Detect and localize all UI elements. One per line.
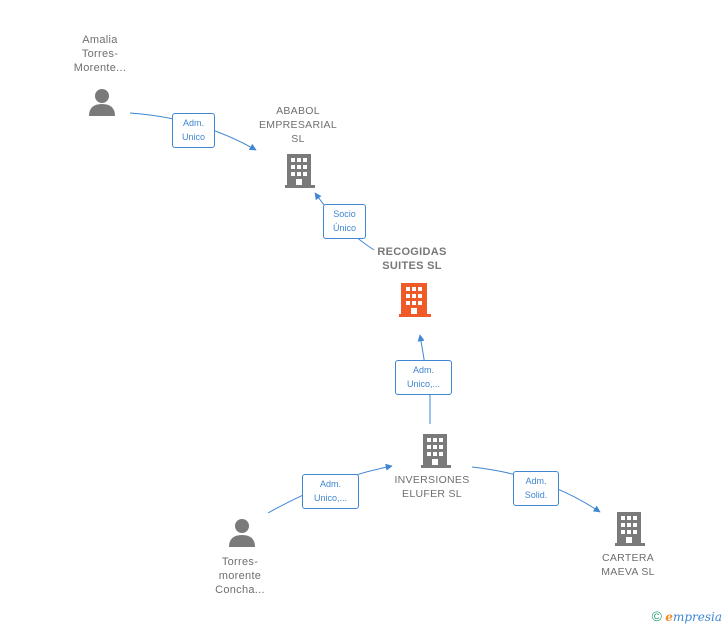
relation-line: Socio	[333, 209, 356, 219]
label-line: Torres-	[81, 48, 119, 60]
copyright-symbol: ©	[651, 608, 662, 624]
label-line: ELUFER SL	[402, 488, 462, 500]
label-line: Amalia	[82, 34, 118, 46]
label-line: EMPRESARIAL	[259, 119, 337, 131]
label-line: SL	[291, 133, 305, 145]
relation-line: Único	[332, 223, 356, 233]
relation-line: Solid.	[524, 490, 548, 500]
label-line: MAEVA SL	[601, 566, 655, 578]
relation-line: Adm.	[412, 365, 434, 375]
node-label-torres[interactable]: Torres- morente Concha...	[195, 555, 285, 597]
relation-line: Unico,...	[406, 379, 440, 389]
relation-label-inversiones-recogidas[interactable]: Adm. Unico,...	[395, 360, 452, 395]
relation-label-inversiones-cartera[interactable]: Adm. Solid.	[513, 471, 559, 506]
relation-line: Unico,...	[313, 493, 347, 503]
label-line: RECOGIDAS	[377, 246, 447, 258]
relation-line: Adm.	[525, 476, 547, 486]
label-line: morente	[218, 570, 262, 582]
building-icon[interactable]	[399, 283, 431, 317]
relation-label-torres-inversiones[interactable]: Adm. Unico,...	[302, 474, 359, 509]
label-line: ABABOL	[276, 105, 320, 117]
relation-label-recogidas-ababol[interactable]: Socio Único	[323, 204, 366, 239]
relation-label-amalia-ababol[interactable]: Adm. Unico	[172, 113, 215, 148]
label-line: Torres-	[221, 556, 259, 568]
node-label-ababol[interactable]: ABABOL EMPRESARIAL SL	[248, 104, 348, 146]
label-line: Morente...	[73, 62, 127, 74]
person-icon[interactable]	[229, 519, 255, 547]
node-label-inversiones[interactable]: INVERSIONES ELUFER SL	[382, 473, 482, 501]
label-line: INVERSIONES	[394, 474, 470, 486]
brand-logo[interactable]: © empresia	[652, 608, 722, 624]
label-line: CARTERA	[601, 552, 655, 564]
node-label-amalia[interactable]: Amalia Torres- Morente...	[55, 33, 145, 75]
building-icon[interactable]	[421, 434, 451, 468]
label-line: SUITES SL	[382, 260, 442, 272]
node-label-cartera[interactable]: CARTERA MAEVA SL	[578, 551, 678, 579]
brand-name: mpresia	[672, 610, 722, 624]
relation-line: Adm.	[319, 479, 341, 489]
node-label-recogidas[interactable]: RECOGIDAS SUITES SL	[362, 245, 462, 273]
relation-line: Unico	[181, 132, 205, 142]
building-icon[interactable]	[615, 512, 645, 546]
brand-e: e	[665, 610, 673, 624]
relation-line: Adm.	[182, 118, 204, 128]
edge-inversiones-recogidas	[417, 334, 431, 424]
label-line: Concha...	[215, 584, 265, 596]
person-icon[interactable]	[89, 89, 115, 116]
building-icon[interactable]	[285, 154, 315, 188]
